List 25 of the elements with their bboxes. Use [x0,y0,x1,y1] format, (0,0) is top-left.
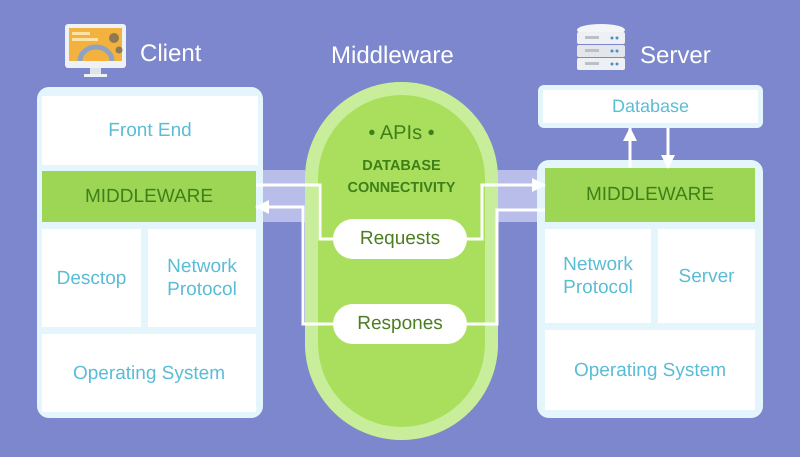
heading-text: • APIs • [368,122,435,145]
connector-arrow [255,200,333,326]
server-layer: Server [658,229,755,323]
server-heading: Server [640,42,711,70]
middleware-heading: Middleware [331,42,454,70]
front-end-layer: Front End [42,96,258,165]
connector-arrow [661,128,675,169]
middleware-bar: MIDDLEWARE [545,168,755,222]
network-protocol-layer: Network Protocol [545,229,651,323]
middleware-bar: MIDDLEWARE [42,171,256,222]
database-box: Database [538,85,763,128]
connector-arrow [623,127,637,168]
responses-pill: Respones [333,304,467,344]
connector-band [497,170,537,222]
operating-system-layer: Operating System [545,330,755,410]
client-panel [37,87,263,418]
network-protocol-layer: Network Protocol [148,229,256,327]
connector-band [262,170,305,222]
connector-arrow [467,178,546,240]
server-panel [537,160,763,418]
requests-pill: Requests [333,219,467,259]
desktop-layer: Desctop [42,229,141,327]
operating-system-layer: Operating System [42,334,256,412]
client-heading: Client [140,40,202,68]
body-text: DATABASE CONNECTIVITY [346,157,456,198]
